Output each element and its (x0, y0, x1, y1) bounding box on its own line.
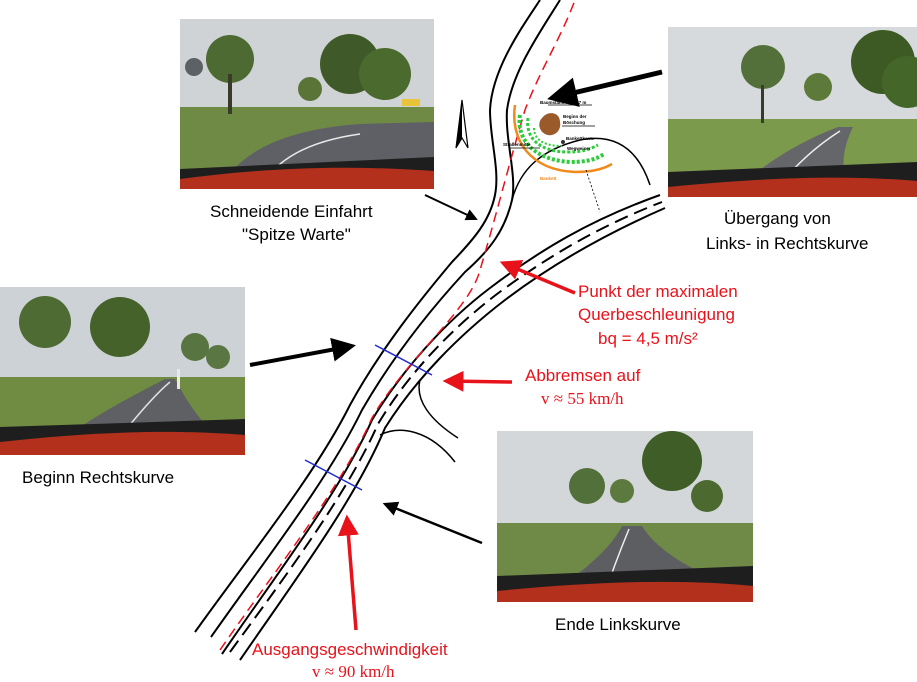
photo-schneidende-einfahrt (180, 19, 434, 189)
inset-label-baumstamm: Baumstamm (540, 100, 567, 105)
road-edge-outer-left (194, 0, 541, 633)
inset-label-diameter: d = 2,7 m (567, 100, 586, 105)
label-uebergang-2: Links- in Rechtskurve (706, 234, 869, 253)
side-road-lower-2 (379, 429, 456, 463)
label-schneidende-einfahrt-1: Schneidende Einfahrt (210, 202, 373, 221)
arrow-abbremsen (442, 370, 513, 392)
label-abbremsen-2: v ≈ 55 km/h (541, 389, 624, 408)
photo-uebergang (668, 27, 917, 197)
label-punkt-3: bq = 4,5 m/s² (598, 329, 698, 348)
site-inset: Baumstamm d = 2,7 m Beginn der Böschung … (503, 100, 613, 213)
label-ende-linkskurve: Ende Linkskurve (555, 615, 681, 634)
label-abbremsen-1: Abbremsen auf (525, 366, 641, 385)
arrow-schneidende (424, 194, 478, 221)
north-arrow-icon (455, 99, 469, 149)
label-beginn-rechtskurve: Beginn Rechtskurve (22, 468, 175, 487)
marker-line-brake (374, 344, 433, 376)
inset-label-beginn: Beginn der (563, 114, 587, 119)
arrow-beginn (249, 337, 356, 367)
arrow-ausgang (337, 514, 359, 631)
arrow-ende (382, 501, 483, 545)
marker-line-start (304, 459, 363, 491)
ideal-line-red (219, 0, 576, 651)
inset-label-boeschung: Böschung (563, 120, 585, 125)
label-ausgang-1: Ausgangsgeschwindigkeit (252, 640, 448, 659)
road-edge-inner-right (221, 194, 661, 655)
label-schneidende-einfahrt-2: "Spitze Warte" (242, 225, 351, 244)
arrow-punkt (499, 260, 576, 295)
side-road-lower-1 (418, 379, 459, 439)
tree-icon (539, 113, 561, 136)
photo-ende-linkskurve (497, 431, 753, 602)
label-punkt-2: Querbeschleunigung (578, 305, 735, 324)
road-edge-inner-left (210, 0, 561, 638)
label-ausgang-2: v ≈ 90 km/h (312, 662, 395, 681)
label-uebergang-1: Übergang von (724, 209, 831, 228)
photo-beginn-rechtskurve (0, 287, 245, 455)
inset-label-wegweiser: Wegweiser (567, 146, 591, 151)
label-punkt-1: Punkt der maximalen (578, 282, 738, 301)
inset-label-strassenmitte: Straßenmitte (503, 142, 531, 147)
arrow-uebergang (547, 69, 663, 107)
side-road-top (511, 137, 651, 201)
road-edge-outer-right (239, 207, 666, 661)
inset-label-bankettkante: Bankettkante (566, 136, 595, 141)
inset-label-bankett: Bankett (540, 176, 557, 181)
